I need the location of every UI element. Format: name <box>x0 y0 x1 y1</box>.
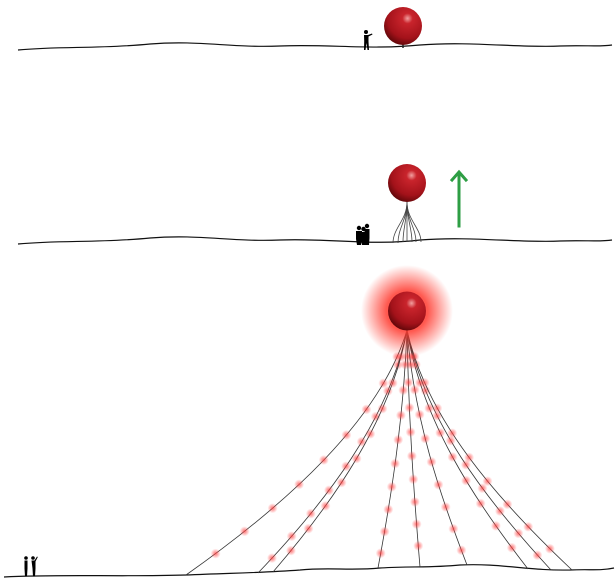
tether-light <box>294 479 305 490</box>
tether-light <box>318 455 329 465</box>
tether-light <box>432 410 443 421</box>
tether-light <box>433 479 444 490</box>
two-people-silhouette <box>24 556 38 577</box>
tether-light <box>461 475 472 486</box>
tether-light <box>495 506 505 517</box>
tether-light <box>448 523 459 534</box>
tether-light <box>386 481 397 492</box>
tether-light <box>475 498 486 509</box>
tether-light <box>426 456 437 467</box>
tether-light <box>379 526 390 537</box>
tether-line <box>406 329 529 570</box>
tether-light <box>464 452 475 463</box>
tether-light <box>361 404 372 415</box>
tether-light <box>502 499 513 510</box>
tether-line <box>185 329 408 576</box>
tether-light <box>409 496 420 507</box>
tether-light <box>409 384 420 395</box>
tether-light <box>532 550 543 561</box>
tether-light <box>239 526 250 537</box>
tether-light <box>506 542 517 553</box>
balloon <box>388 164 426 202</box>
tether-light <box>544 543 555 554</box>
tether-light <box>356 436 367 447</box>
tether-line <box>397 201 408 244</box>
tether-light <box>324 485 334 496</box>
tether-light <box>375 548 386 559</box>
tether-light <box>447 428 458 439</box>
tether-light <box>370 411 381 422</box>
tether-light <box>445 435 456 446</box>
tether-light <box>432 403 443 414</box>
panel-balloon-on-ground <box>17 7 613 51</box>
tether-line <box>406 201 422 243</box>
tether-line <box>406 329 573 571</box>
tether-light <box>440 502 451 512</box>
tether-light <box>419 377 430 388</box>
tether-light <box>341 430 352 440</box>
tether-light <box>341 461 352 472</box>
tether-light <box>267 503 278 514</box>
tether-light <box>378 378 389 389</box>
tether-light <box>210 548 221 559</box>
tether-light <box>286 545 296 556</box>
tether-light <box>365 428 376 439</box>
panel-balloon-ascending <box>17 164 613 245</box>
upward-arrow-icon <box>449 169 469 228</box>
tether-light <box>267 553 277 564</box>
panel-balloon-aloft <box>3 265 615 578</box>
tether-light <box>477 483 488 494</box>
tether-light <box>490 520 501 531</box>
tether-light <box>523 521 534 532</box>
tether-light <box>393 434 404 445</box>
tether-light <box>392 359 403 370</box>
tether-light <box>406 451 417 461</box>
person-silhouette <box>364 30 373 50</box>
tether-light <box>286 531 297 542</box>
tether-light <box>413 540 424 551</box>
tether-light <box>303 523 314 534</box>
ground-line <box>17 42 613 51</box>
tether-light <box>390 458 401 469</box>
ground-line <box>17 236 613 245</box>
tether-light <box>320 500 331 511</box>
tether-light <box>456 545 467 556</box>
tether-light <box>395 410 406 421</box>
tether-light <box>420 385 431 396</box>
tether-light <box>377 403 388 414</box>
tether-light <box>411 519 422 530</box>
tether-light <box>482 476 493 487</box>
balloon <box>388 291 426 331</box>
tether-light <box>414 409 425 420</box>
lit-tether-lines <box>185 329 573 576</box>
tether-lines <box>392 201 422 244</box>
tether-light <box>447 452 458 462</box>
tether-light <box>403 377 414 388</box>
tether-light <box>336 477 347 488</box>
ground-line <box>3 564 615 578</box>
group-of-people-silhouette <box>356 223 370 245</box>
tether-light <box>513 528 524 539</box>
tether-light <box>398 385 409 396</box>
tether-light <box>305 508 316 519</box>
tether-light <box>435 427 446 438</box>
tether-light <box>351 453 362 464</box>
tether-light <box>420 433 431 444</box>
balloon <box>384 7 422 45</box>
tether-light <box>408 474 419 485</box>
tether-light <box>405 427 416 438</box>
tether-light <box>424 403 435 414</box>
tether-light <box>383 504 394 515</box>
tether-light <box>387 378 398 388</box>
tether-light <box>404 402 415 413</box>
